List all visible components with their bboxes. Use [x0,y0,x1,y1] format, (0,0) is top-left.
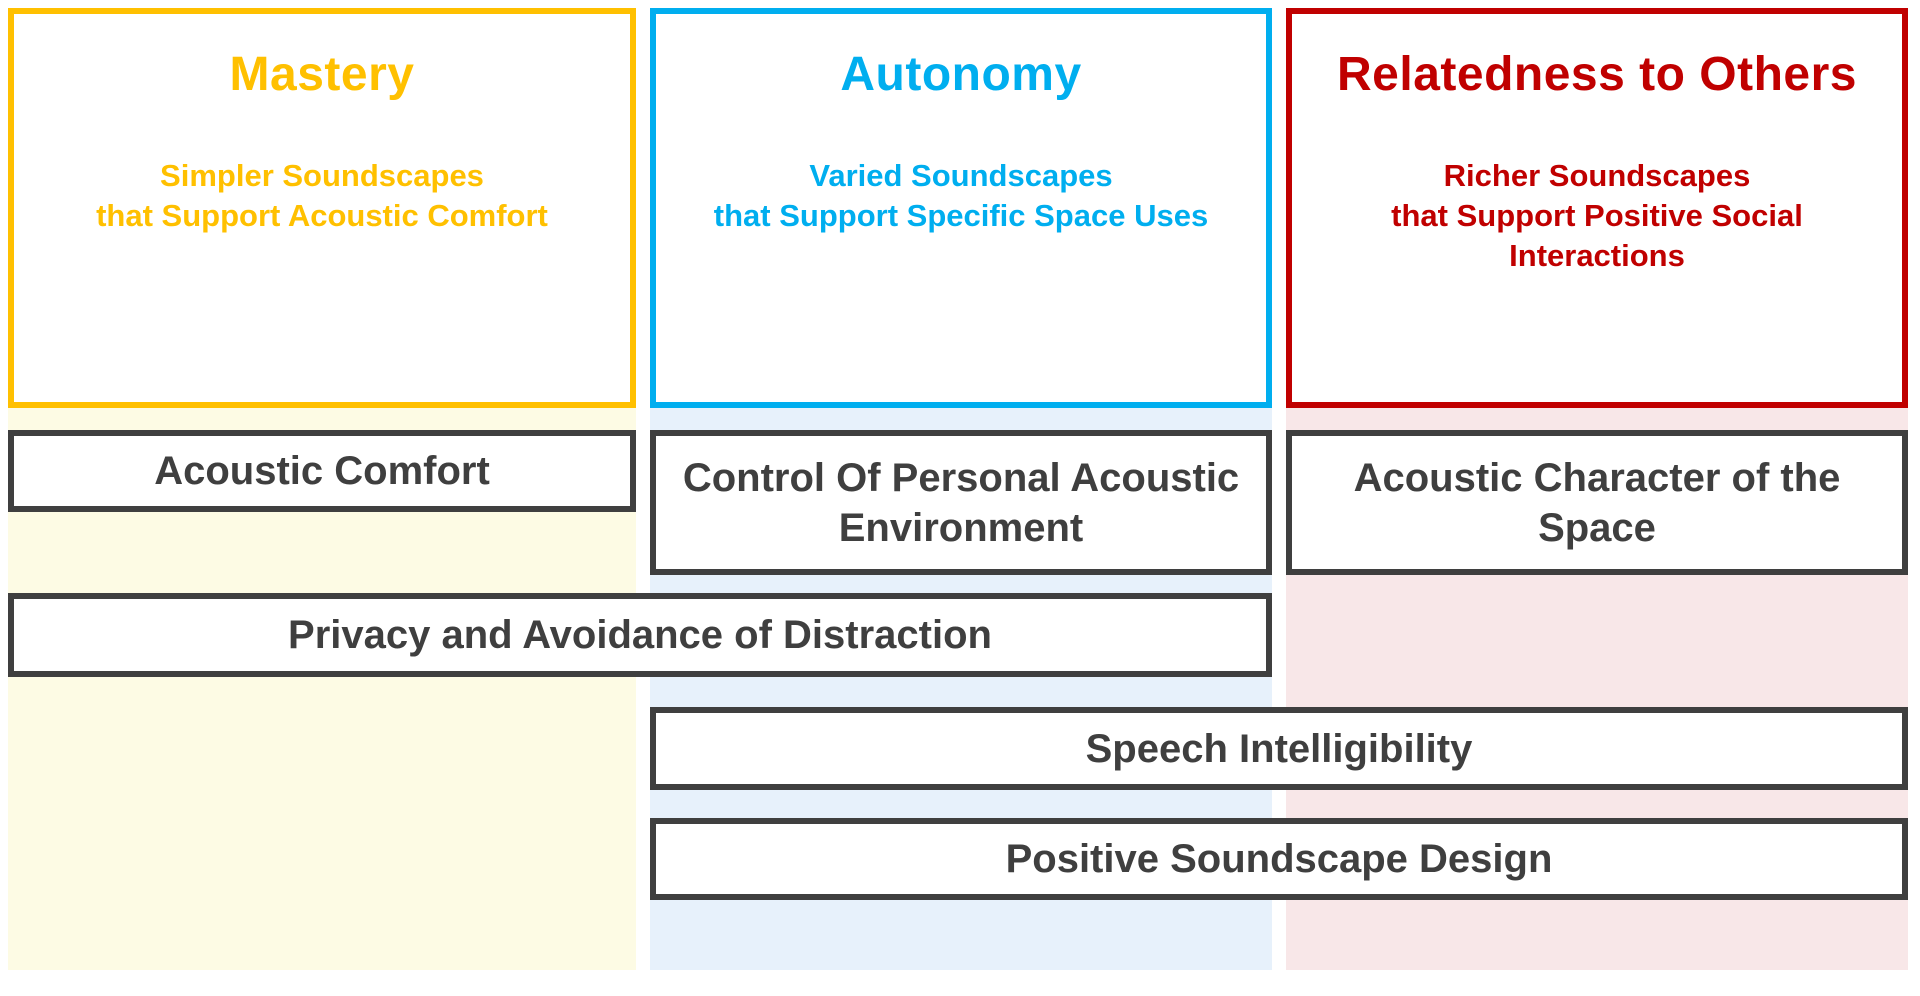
speech-intelligibility-box: Speech Intelligibility [650,707,1908,790]
mastery-subtitle-line-2: that Support Acoustic Comfort [96,198,548,233]
mastery-pillar-box: Mastery Simpler Soundscapes that Support… [8,8,636,408]
mastery-title: Mastery [229,48,415,101]
mastery-subtitle: Simpler Soundscapes that Support Acousti… [96,156,548,236]
acoustic-character-of-space-box: Acoustic Character of the Space [1286,430,1908,575]
mastery-subtitle-line-1: Simpler Soundscapes [160,158,484,193]
autonomy-title: Autonomy [840,48,1082,101]
relatedness-title: Relatedness to Others [1337,48,1857,101]
relatedness-subtitle-line-2: that Support Positive Social [1391,198,1803,233]
autonomy-subtitle-line-1: Varied Soundscapes [809,158,1113,193]
privacy-avoidance-distraction-box: Privacy and Avoidance of Distraction [8,593,1272,677]
autonomy-subtitle-line-2: that Support Specific Space Uses [713,198,1209,233]
relatedness-subtitle-line-3: Interactions [1509,238,1685,273]
positive-soundscape-design-box: Positive Soundscape Design [650,818,1908,900]
acoustic-comfort-box: Acoustic Comfort [8,430,636,512]
autonomy-pillar-box: Autonomy Varied Soundscapes that Support… [650,8,1272,408]
control-personal-acoustic-environment-box: Control Of Personal Acoustic Environment [650,430,1272,575]
relatedness-subtitle-line-1: Richer Soundscapes [1443,158,1751,193]
relatedness-subtitle: Richer Soundscapes that Support Positive… [1391,156,1803,276]
relatedness-pillar-box: Relatedness to Others Richer Soundscapes… [1286,8,1908,408]
autonomy-subtitle: Varied Soundscapes that Support Specific… [714,156,1208,236]
